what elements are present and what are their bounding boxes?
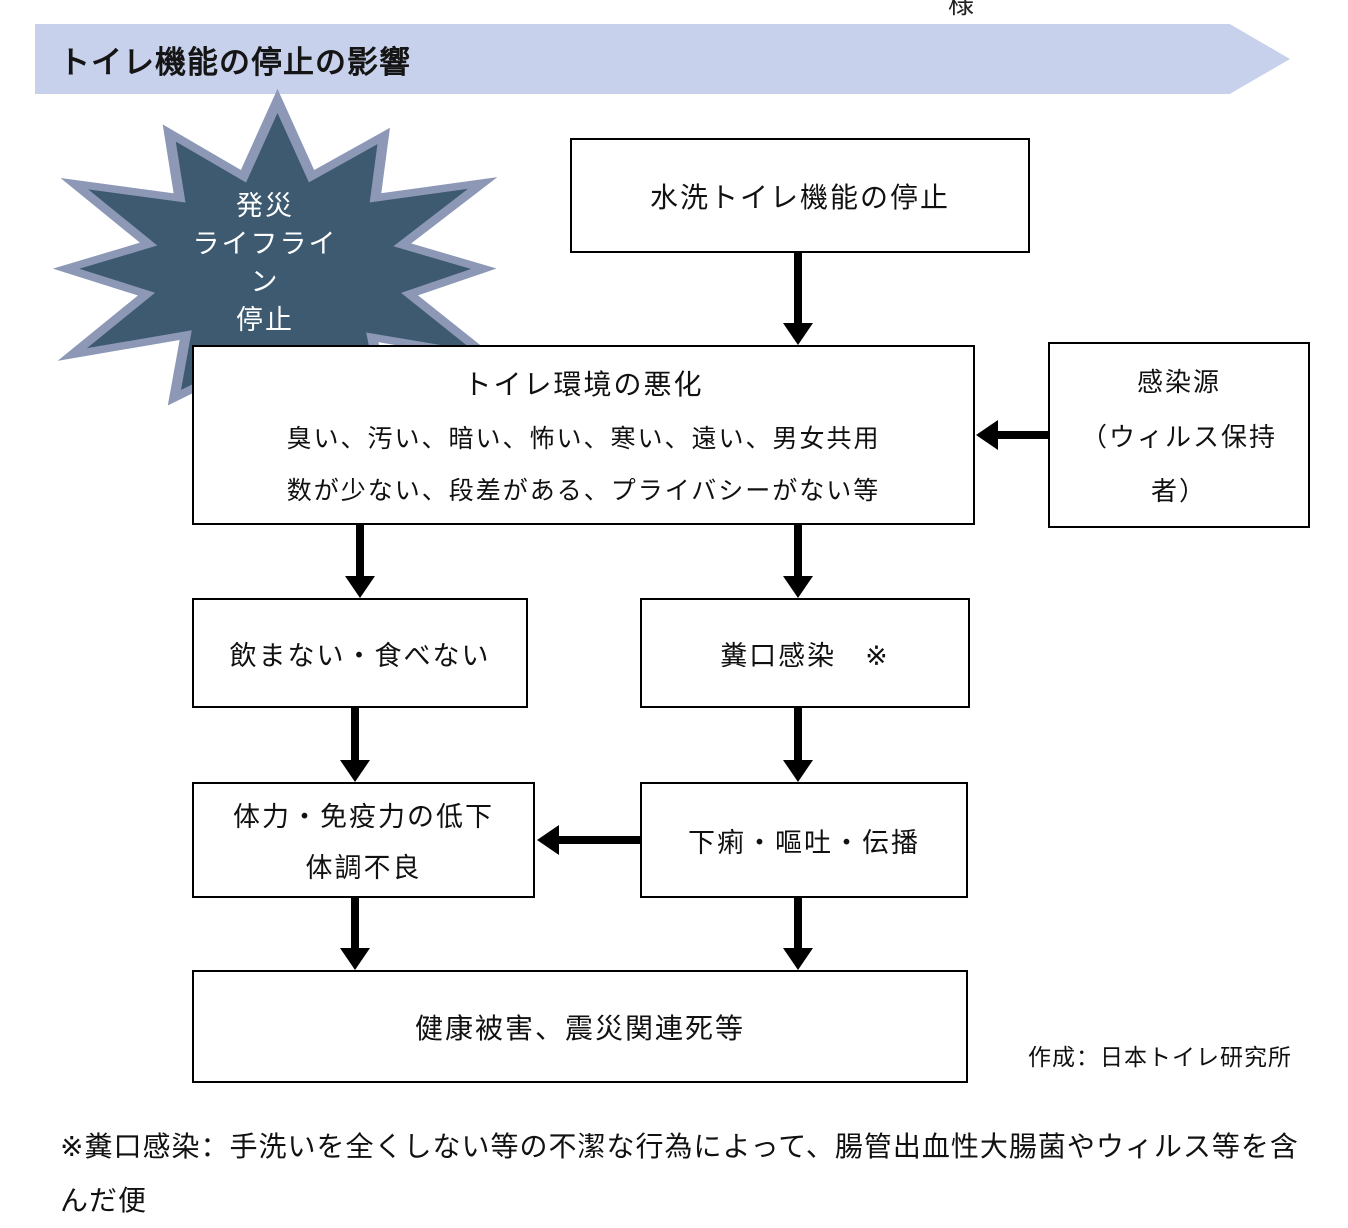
arrow-no-eat-to-weakness	[340, 708, 370, 782]
box-flush-toilet-stop-label: 水洗トイレ機能の停止	[649, 180, 950, 214]
arrow-flush-to-environment	[783, 253, 813, 345]
box-infection-source: 感染源 （ウィルス保持 者）	[1048, 342, 1310, 528]
arrow-shaft	[794, 525, 802, 578]
arrow-head	[345, 576, 375, 598]
arrow-diarrhea-to-health	[783, 898, 813, 970]
box-infection-source-line2: （ウィルス保持	[1080, 422, 1277, 453]
box-fecal-oral-infection-label: 糞口感染 ※	[720, 640, 890, 672]
box-infection-source-line3: 者）	[1150, 477, 1207, 508]
starburst-line-3: ン	[250, 267, 280, 298]
box-flush-toilet-stop: 水洗トイレ機能の停止	[570, 138, 1030, 253]
starburst-text: 発災 ライフライ ン 停止	[30, 188, 500, 340]
cutoff-text: 様	[948, 0, 975, 20]
page-title: トイレ機能の停止の影響	[59, 44, 411, 81]
arrow-head	[783, 323, 813, 345]
title-banner: トイレ機能の停止の影響	[35, 24, 1290, 94]
arrow-diarrhea-to-weakness	[537, 825, 640, 855]
box-diarrhea-vomit: 下痢・嘔吐・伝播	[640, 782, 968, 898]
arrow-weakness-to-health	[340, 898, 370, 970]
box-no-eat-drink-label: 飲まない・食べない	[229, 640, 491, 672]
arrow-fecal-oral-to-diarrhea	[783, 708, 813, 782]
box-weakness-line1: 体力・免疫力の低下	[233, 802, 494, 834]
arrow-head	[976, 420, 998, 450]
starburst-line-4: 停止	[236, 305, 294, 336]
arrow-shaft	[351, 898, 359, 950]
arrow-shaft	[794, 898, 802, 950]
arrow-shaft	[351, 708, 359, 762]
footnote: ※糞口感染：手洗いを全くしない等の不潔な行為によって、腸管出血性大腸菌やウィルス…	[60, 1120, 1310, 1228]
arrow-head	[340, 760, 370, 782]
box-infection-source-line1: 感染源	[1136, 367, 1221, 398]
box-health-damage-label: 健康被害、震災関連死等	[414, 1011, 745, 1045]
box-weakness-line2: 体調不良	[305, 852, 422, 884]
arrow-head	[537, 825, 559, 855]
arrow-environment-to-fecal-oral	[783, 525, 813, 598]
box-weakness: 体力・免疫力の低下 体調不良	[192, 782, 535, 898]
footnote-line1: ※糞口感染：手洗いを全くしない等の不潔な行為によって、腸管出血性大腸菌やウィルス…	[60, 1130, 1299, 1217]
credit-text: 作成：日本トイレ研究所	[1028, 1045, 1292, 1071]
starburst-line-2: ライフライ	[192, 229, 338, 260]
box-toilet-environment-line2: 数が少ない、段差がある、プライバシーがない等	[286, 476, 881, 505]
arrow-infection-to-environment	[976, 420, 1048, 450]
arrow-head	[783, 948, 813, 970]
box-toilet-environment-line1: 臭い、汚い、暗い、怖い、寒い、遠い、男女共用	[286, 424, 881, 453]
arrow-head	[783, 576, 813, 598]
arrow-head	[783, 760, 813, 782]
arrow-shaft	[996, 431, 1048, 439]
box-toilet-environment: トイレ環境の悪化 臭い、汚い、暗い、怖い、寒い、遠い、男女共用 数が少ない、段差…	[192, 345, 975, 525]
box-no-eat-drink: 飲まない・食べない	[192, 598, 528, 708]
arrow-environment-to-no-eat	[345, 525, 375, 598]
starburst-line-1: 発災	[236, 191, 294, 222]
arrow-shaft	[794, 708, 802, 762]
box-fecal-oral-infection: 糞口感染 ※	[640, 598, 970, 708]
box-diarrhea-vomit-label: 下痢・嘔吐・伝播	[688, 827, 920, 859]
arrow-head	[340, 948, 370, 970]
arrow-shaft	[557, 836, 640, 844]
box-toilet-environment-title: トイレ環境の悪化	[463, 368, 704, 401]
box-health-damage: 健康被害、震災関連死等	[192, 970, 968, 1083]
arrow-shaft	[794, 253, 802, 325]
arrow-shaft	[356, 525, 364, 578]
